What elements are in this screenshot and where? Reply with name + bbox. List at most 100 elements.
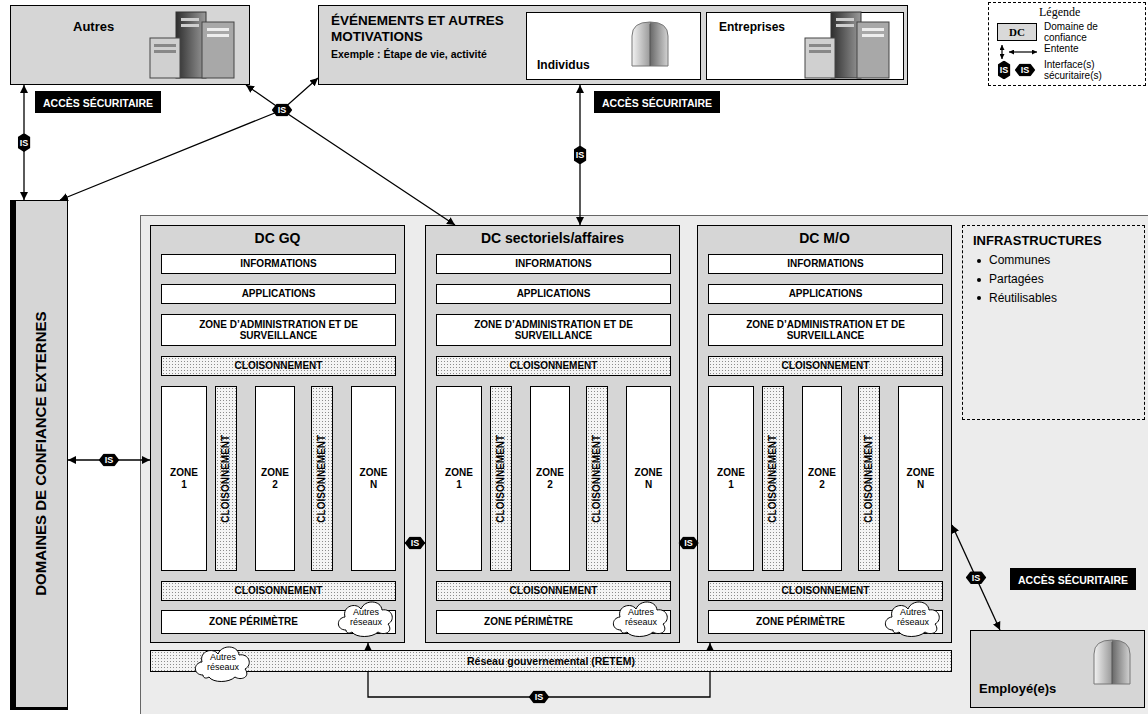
node-label: CLOISONNEMENT [510,585,598,597]
node-label: INFRASTRUCTURES [973,234,1102,249]
node-label: ZONE PÉRIMÈTRE [484,616,573,628]
partition-band: CLOISONNEMENT [586,386,608,571]
server-icon [150,12,234,78]
is-symbol: IS [99,454,120,467]
node-label: CLOISONNEMENT [495,435,507,523]
node-label: Autres réseaux [619,607,663,628]
node-label: DC M/O [799,230,850,246]
partition-band: CLOISONNEMENT [708,356,943,376]
access-tag: ACCÈS SÉCURITAIRE [35,91,161,113]
is-label: IS [1021,65,1030,76]
layer-box: ZONE D’ADMINISTRATION ET DE SURVEILLANCE [708,314,943,346]
access-label: ACCÈS SÉCURITAIRE [602,97,712,109]
access-label: ACCÈS SÉCURITAIRE [43,97,153,109]
connector-line [68,459,150,460]
node-label: DC GQ [255,230,301,246]
person-icon [632,22,668,66]
node-label: ZONE PÉRIMÈTRE [209,616,298,628]
zone-box: ZONE N [351,386,396,571]
zone-box: ZONE 2 [530,386,570,571]
zone-box: ZONE 1 [708,386,754,571]
node-label: Autres réseaux [344,607,388,628]
cloud-shape [195,647,249,682]
network-cloud: Autres réseaux [881,596,945,638]
node-label: DC sectoriels/affaires [481,230,624,246]
swatch-label: DC [1009,26,1025,38]
edge-label: IS [20,137,29,148]
node-label: APPLICATIONS [242,288,316,300]
node-label: Entreprises [719,21,785,35]
source-box: Autres [10,5,250,85]
node-label: Individus [537,59,590,73]
node-label: CLOISONNEMENT [782,585,870,597]
node-label: Réutilisables [989,292,1057,306]
node-label: ÉVÉNEMENTS ET AUTRES MOTIVATIONS [331,13,521,44]
cloud-shape [613,602,667,637]
connector-line [579,85,580,225]
partition-band: CLOISONNEMENT [311,386,333,571]
partition-band: CLOISONNEMENT [708,581,943,601]
node-label: Autres [73,20,114,35]
network-cloud: Autres réseaux [191,641,255,683]
node-label: ZONE 2 [261,467,289,490]
access-tag: ACCÈS SÉCURITAIRE [594,91,720,113]
layer-box: INFORMATIONS [708,254,943,274]
zone-box: ZONE 1 [161,386,207,571]
node-label: INFORMATIONS [515,258,591,270]
partition-band: CLOISONNEMENT [436,581,671,601]
node-label: INFORMATIONS [787,258,863,270]
node-label: ZONE 2 [536,467,564,490]
node-label: CLOISONNEMENT [235,585,323,597]
is-symbol: IS [18,133,31,152]
node-label: CLOISONNEMENT [863,435,875,523]
node-label: Réseau gouvernemental (RETEM) [467,655,635,667]
layer-box: INFORMATIONS [436,254,671,274]
legend-title: Légende [1039,5,1080,20]
node-label: CLOISONNEMENT [767,435,779,523]
zone-box: ZONE N [898,386,943,571]
layer-box: ZONE D’ADMINISTRATION ET DE SURVEILLANCE [436,314,671,346]
external-domain-band: DOMAINES DE CONFIANCE EXTERNES [10,200,68,710]
is-symbol: IS [1015,64,1036,77]
node-label: CLOISONNEMENT [316,435,328,523]
node-label: CLOISONNEMENT [510,360,598,372]
layer-box: APPLICATIONS [708,284,943,304]
node-label: ZONE N [907,467,935,490]
node-label: Employé(e)s [979,682,1056,697]
trust-domain-box: DC sectoriels/affairesINFORMATIONSAPPLIC… [425,225,680,643]
cloud-shape [885,602,939,637]
legend-text-cell: Interface(s) sécuritaire(s) [1044,59,1130,81]
edge-label: IS [535,692,544,703]
infrastructure-box: INFRASTRUCTURESCommunesPartagéesRéutilis… [962,225,1145,420]
trust-domain-box: DC GQINFORMATIONSAPPLICATIONSZONE D’ADMI… [150,225,405,643]
node-label: ZONE N [635,467,663,490]
is-symbol: IS [998,61,1011,80]
is-label: IS [1000,65,1009,76]
node-label: CLOISONNEMENT [235,360,323,372]
sample-line [1009,51,1037,52]
zone-box: ZONE 2 [255,386,295,571]
is-symbol: IS [529,691,550,704]
connector-line [60,78,318,200]
partition-band: CLOISONNEMENT [762,386,784,571]
node-label: Autres réseaux [201,652,245,673]
zone-box: ZONE 1 [436,386,482,571]
is-symbol: IS [966,571,987,584]
legend-swatch: DC [997,23,1037,41]
network-cloud: Autres réseaux [334,596,398,638]
node-label: ZONE 1 [170,467,198,490]
node-label: ZONE 2 [808,467,836,490]
node-label: ZONE N [360,467,388,490]
edge-label: IS [972,572,981,583]
partition-band: CLOISONNEMENT [161,581,396,601]
node-label: INFORMATIONS [240,258,316,270]
server-icon [805,12,889,78]
actor-box: Entreprises [706,12,904,80]
partition-band: CLOISONNEMENT [215,386,237,571]
node-label: ZONE D’ADMINISTRATION ET DE SURVEILLANCE [465,319,643,342]
bullet-dot [977,278,981,282]
bullet-row: Partagées [973,273,1044,287]
layer-box: INFORMATIONS [161,254,396,274]
is-symbol: IS [574,146,587,165]
